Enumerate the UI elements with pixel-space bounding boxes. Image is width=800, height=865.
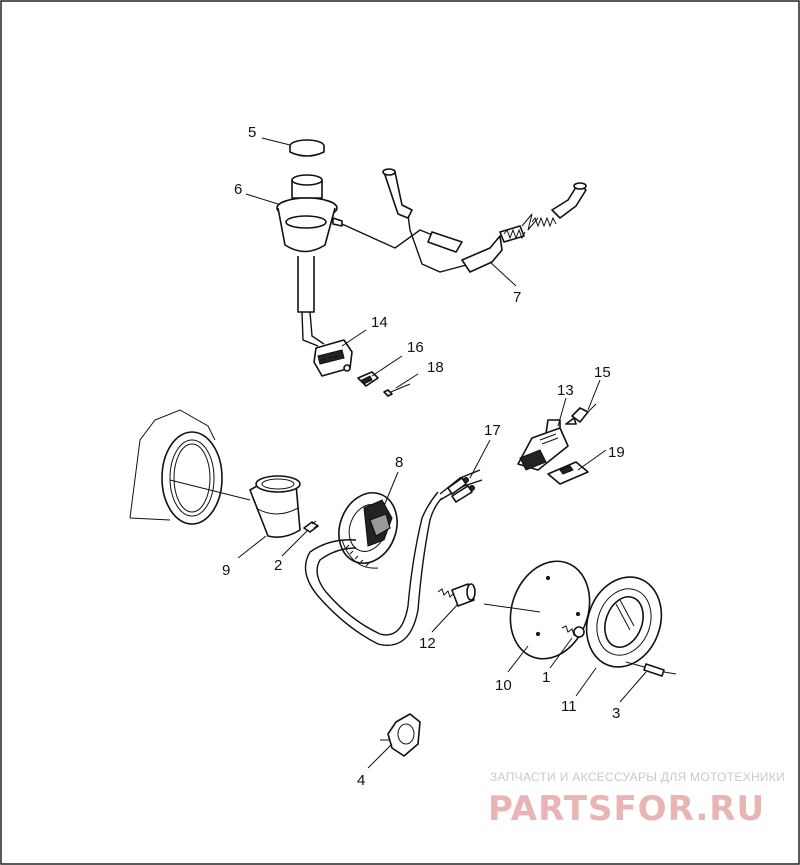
watermark: ЗАПЧАСТИ И АКСЕССУАРЫ ДЛЯ МОТОТЕХНИКИ PA…	[488, 770, 785, 829]
callout-10: 10	[495, 677, 512, 694]
part-6-coil	[276, 174, 343, 347]
callout-15: 15	[594, 364, 611, 381]
watermark-tagline: ЗАПЧАСТИ И АКСЕССУАРЫ ДЛЯ МОТОТЕХНИКИ	[490, 770, 785, 784]
part-2-screw	[303, 520, 319, 533]
callout-8: 8	[395, 454, 403, 471]
part-12-sleeve	[437, 583, 476, 607]
callout-6: 6	[234, 181, 242, 198]
callout-5: 5	[248, 124, 256, 141]
part-18-pin	[383, 383, 411, 397]
part-1-screw	[561, 625, 585, 638]
callout-12: 12	[419, 635, 436, 652]
crankcase-housing	[129, 409, 223, 525]
callout-2: 2	[274, 557, 282, 574]
part-14-connector	[313, 339, 353, 377]
part-3-screw	[625, 661, 677, 677]
part-19-plate	[547, 461, 589, 485]
callout-19: 19	[608, 444, 625, 461]
part-9-rotor	[249, 475, 301, 538]
callout-14: 14	[371, 314, 388, 331]
part-10-gasket	[509, 560, 591, 660]
part-11-timer-cover	[585, 576, 663, 668]
callout-9: 9	[222, 562, 230, 579]
callouts: 5 6 7 14 16 18 13 15 17 19 8 9 2 12 10 1…	[222, 124, 625, 789]
callout-4: 4	[357, 772, 365, 789]
callout-17: 17	[484, 422, 501, 439]
part-15-pin	[565, 403, 597, 425]
part-17-wire-leads	[439, 469, 483, 503]
watermark-brand: PARTSFOR.RU	[488, 789, 765, 829]
part-8-stator-plate	[338, 492, 398, 569]
stator-wire-harness	[304, 491, 443, 646]
callout-3: 3	[612, 705, 620, 722]
callout-13: 13	[557, 382, 574, 399]
callout-18: 18	[427, 359, 444, 376]
callout-16: 16	[407, 339, 424, 356]
leader-lines	[169, 137, 647, 769]
callout-11: 11	[561, 698, 577, 715]
callout-1: 1	[542, 669, 550, 686]
part-7-spark-plug-wires	[341, 168, 587, 273]
callout-7: 7	[513, 289, 521, 306]
part-5-cap	[289, 139, 325, 157]
part-4-clamp	[380, 713, 421, 757]
part-13-sensor-block	[517, 419, 569, 471]
